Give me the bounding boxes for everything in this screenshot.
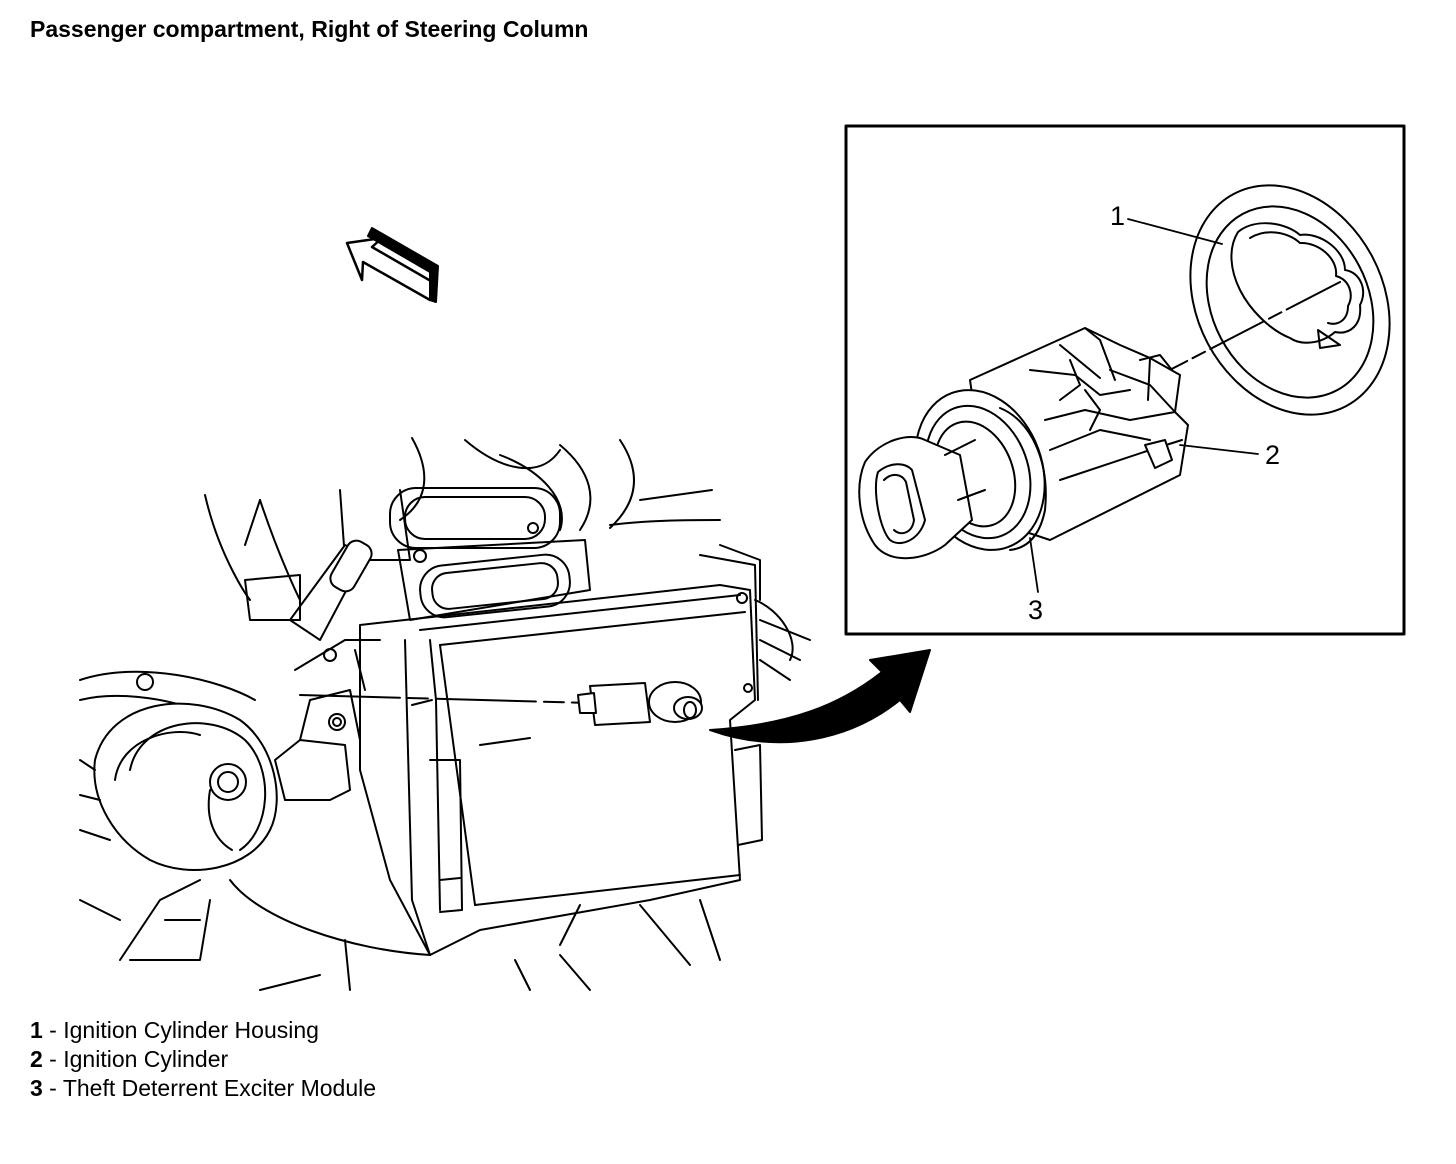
leader-line-1: [1127, 218, 1223, 245]
ignition-cylinder-housing: [1189, 184, 1391, 416]
leader-line-2: [1179, 444, 1259, 455]
callout-2: 2: [1265, 440, 1280, 470]
legend-item: 1 - Ignition Cylinder Housing: [30, 1016, 376, 1045]
callout-3: 3: [1028, 595, 1043, 625]
legend-number: 1: [30, 1017, 43, 1043]
legend-number: 2: [30, 1046, 43, 1072]
legend-separator: -: [42, 1046, 64, 1072]
detail-inset-illustration: [858, 184, 1391, 593]
leader-line-3: [1029, 537, 1039, 593]
legend-text: Ignition Cylinder Housing: [63, 1017, 319, 1043]
detail-inset-frame: [844, 124, 1406, 636]
detail-pointer-arrow: [709, 649, 931, 744]
page-title: Passenger compartment, Right of Steering…: [30, 16, 589, 42]
legend-item: 3 - Theft Deterrent Exciter Module: [30, 1074, 376, 1103]
view-direction-arrow: [345, 227, 439, 303]
legend-text: Theft Deterrent Exciter Module: [62, 1075, 377, 1101]
callout-1: 1: [1110, 201, 1125, 231]
legend-separator: -: [42, 1075, 63, 1101]
legend-number: 3: [30, 1075, 43, 1101]
legend: 1 - Ignition Cylinder Housing 2 - Igniti…: [30, 1016, 376, 1103]
legend-text: Ignition Cylinder: [63, 1046, 229, 1072]
dashboard-steering-column-illustration: [79, 437, 811, 991]
legend-separator: -: [42, 1017, 64, 1043]
ignition-key: [858, 436, 986, 560]
ignition-cylinder-small: [299, 681, 703, 726]
legend-item: 2 - Ignition Cylinder: [30, 1045, 376, 1074]
